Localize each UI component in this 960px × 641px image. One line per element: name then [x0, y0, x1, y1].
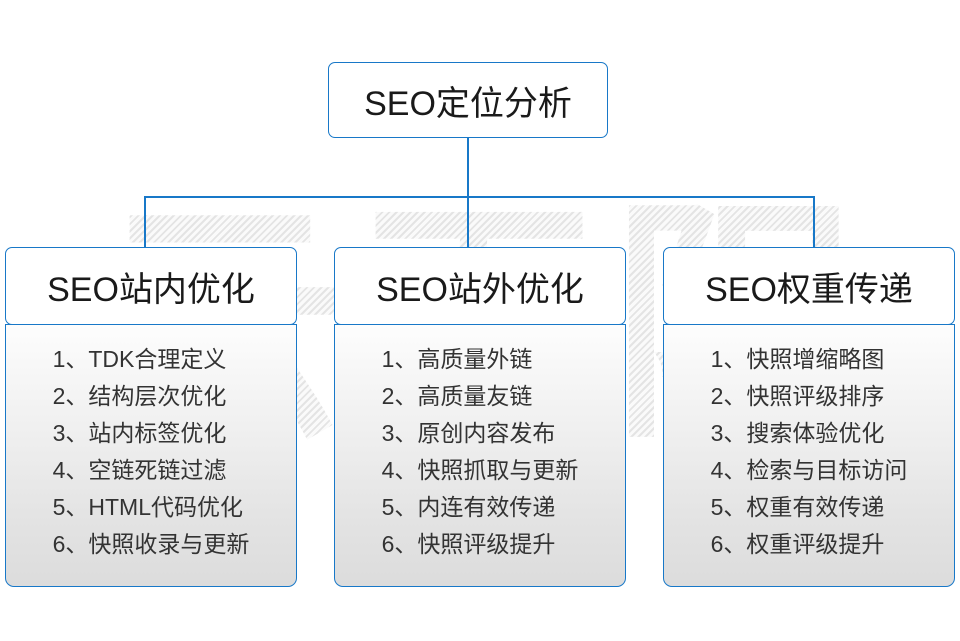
- list-item: 3、原创内容发布: [381, 420, 556, 446]
- branch-body-weight-transfer: 1、快照增缩略图 2、快照评级排序 3、搜索体验优化 4、检索与目标访问 5、权…: [663, 324, 955, 587]
- branch-title: SEO站内优化: [47, 270, 255, 309]
- list-item: 4、检索与目标访问: [710, 457, 908, 483]
- connector-branch-1-drop: [144, 196, 146, 248]
- branch-body-on-site: 1、TDK合理定义 2、结构层次优化 3、站内标签优化 4、空链死链过滤 5、H…: [5, 324, 297, 587]
- list-item: 2、快照评级排序: [710, 383, 885, 409]
- branch-header-on-site[interactable]: SEO站内优化: [5, 247, 297, 325]
- list-item: 5、内连有效传递: [381, 494, 556, 520]
- branch-column-weight-transfer: SEO权重传递 1、快照增缩略图 2、快照评级排序 3、搜索体验优化 4、检索与…: [663, 247, 955, 587]
- list-item: 2、高质量友链: [381, 383, 533, 409]
- list-item: 3、站内标签优化: [52, 420, 227, 446]
- list-item: 3、搜索体验优化: [710, 420, 885, 446]
- branch-column-on-site: SEO站内优化 1、TDK合理定义 2、结构层次优化 3、站内标签优化 4、空链…: [5, 247, 297, 587]
- branch-title: SEO权重传递: [705, 270, 913, 309]
- list-item: 1、TDK合理定义: [52, 346, 227, 372]
- list-item: 4、空链死链过滤: [52, 457, 227, 483]
- branch-item-list: 1、快照增缩略图 2、快照评级排序 3、搜索体验优化 4、检索与目标访问 5、权…: [711, 341, 908, 563]
- branch-column-off-site: SEO站外优化 1、高质量外链 2、高质量友链 3、原创内容发布 4、快照抓取与…: [334, 247, 626, 587]
- branch-header-weight-transfer[interactable]: SEO权重传递: [663, 247, 955, 325]
- list-item: 6、快照收录与更新: [52, 531, 250, 557]
- connector-branch-3-drop: [813, 196, 815, 248]
- branch-columns: SEO站内优化 1、TDK合理定义 2、结构层次优化 3、站内标签优化 4、空链…: [0, 247, 960, 587]
- list-item: 1、高质量外链: [381, 346, 533, 372]
- connector-root-vertical: [467, 137, 469, 197]
- branch-title: SEO站外优化: [376, 270, 584, 309]
- list-item: 2、结构层次优化: [52, 383, 227, 409]
- connector-horizontal-bus: [144, 196, 815, 198]
- branch-body-off-site: 1、高质量外链 2、高质量友链 3、原创内容发布 4、快照抓取与更新 5、内连有…: [334, 324, 626, 587]
- branch-item-list: 1、TDK合理定义 2、结构层次优化 3、站内标签优化 4、空链死链过滤 5、H…: [53, 341, 250, 563]
- branch-item-list: 1、高质量外链 2、高质量友链 3、原创内容发布 4、快照抓取与更新 5、内连有…: [382, 341, 579, 563]
- root-node[interactable]: SEO定位分析: [328, 62, 608, 138]
- connector-branch-2-drop: [467, 196, 469, 248]
- list-item: 4、快照抓取与更新: [381, 457, 579, 483]
- list-item: 5、HTML代码优化: [52, 494, 243, 520]
- list-item: 1、快照增缩略图: [710, 346, 885, 372]
- list-item: 6、快照评级提升: [381, 531, 556, 557]
- root-node-label: SEO定位分析: [364, 84, 572, 123]
- list-item: 6、权重评级提升: [710, 531, 885, 557]
- list-item: 5、权重有效传递: [710, 494, 885, 520]
- branch-header-off-site[interactable]: SEO站外优化: [334, 247, 626, 325]
